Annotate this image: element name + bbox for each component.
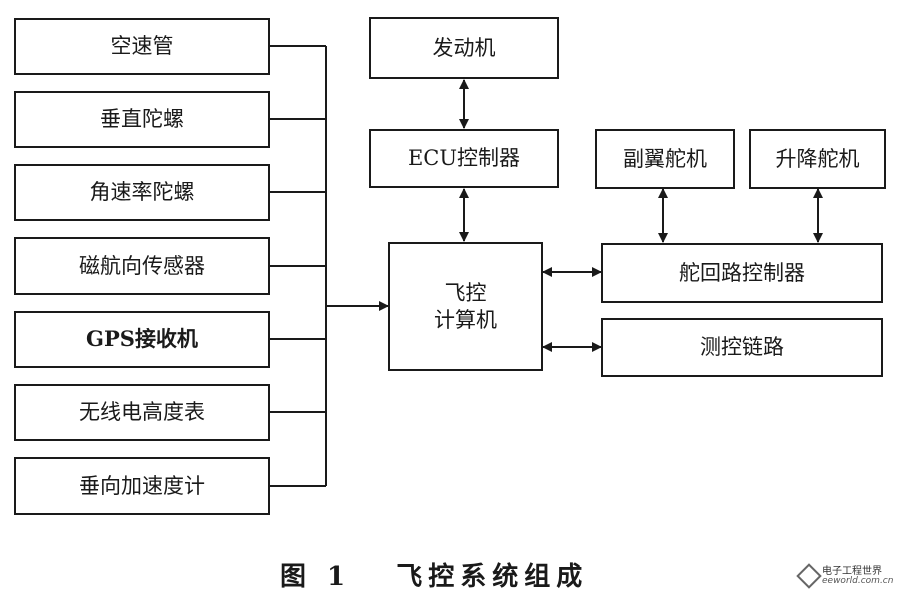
- telemetry-link-box: 测控链路: [601, 318, 883, 377]
- ecu-label: ECU控制器: [407, 146, 521, 171]
- engine-box: 发动机: [369, 17, 559, 79]
- aileron-servo-label: 副翼舵机: [623, 146, 707, 171]
- sensor-box-airspeed: 空速管: [14, 18, 270, 75]
- sensor-label-gps: GPS接收机: [86, 326, 198, 352]
- sensor-box-radio-altimeter: 无线电高度表: [14, 384, 270, 441]
- sensor-label-rate-gyro: 角速率陀螺: [89, 180, 195, 205]
- sensor-label-vertical-gyro: 垂直陀螺: [100, 107, 184, 132]
- sensor-label-radio-altimeter: 无线电高度表: [79, 400, 205, 425]
- watermark: 电子工程世界 eeworld.com.cn: [796, 563, 894, 590]
- ecu-box: ECU控制器: [369, 129, 559, 188]
- figure-caption: 图 1 飞控系统组成: [280, 562, 589, 592]
- elevator-servo-label: 升降舵机: [775, 146, 860, 171]
- engine-label: 发动机: [432, 35, 496, 60]
- watermark-cn: 电子工程世界: [822, 566, 882, 577]
- servo-loop-controller-label: 舵回路控制器: [679, 260, 805, 285]
- sensor-label-magnetic-heading: 磁航向传感器: [79, 253, 205, 278]
- fcc-label-line2: 计算机: [434, 307, 497, 332]
- sensor-box-gps: GPS接收机: [14, 311, 270, 368]
- fcc-box: 飞控 计算机: [388, 242, 543, 371]
- fcc-label-line1: 飞控: [444, 281, 487, 306]
- sensor-label-airspeed: 空速管: [110, 34, 174, 59]
- sensor-box-vertical-gyro: 垂直陀螺: [14, 91, 270, 148]
- telemetry-link-label: 测控链路: [700, 335, 784, 360]
- servo-loop-controller-box: 舵回路控制器: [601, 243, 883, 303]
- sensor-box-accelerometer: 垂向加速度计: [14, 457, 270, 515]
- sensor-box-rate-gyro: 角速率陀螺: [14, 164, 270, 221]
- eeworld-logo-icon: [796, 563, 822, 590]
- watermark-url: eeworld.com.cn: [822, 576, 894, 586]
- sensor-box-magnetic-heading: 磁航向传感器: [14, 237, 270, 295]
- elevator-servo-box: 升降舵机: [749, 129, 886, 189]
- sensor-label-accelerometer: 垂向加速度计: [79, 473, 205, 498]
- aileron-servo-box: 副翼舵机: [595, 129, 735, 189]
